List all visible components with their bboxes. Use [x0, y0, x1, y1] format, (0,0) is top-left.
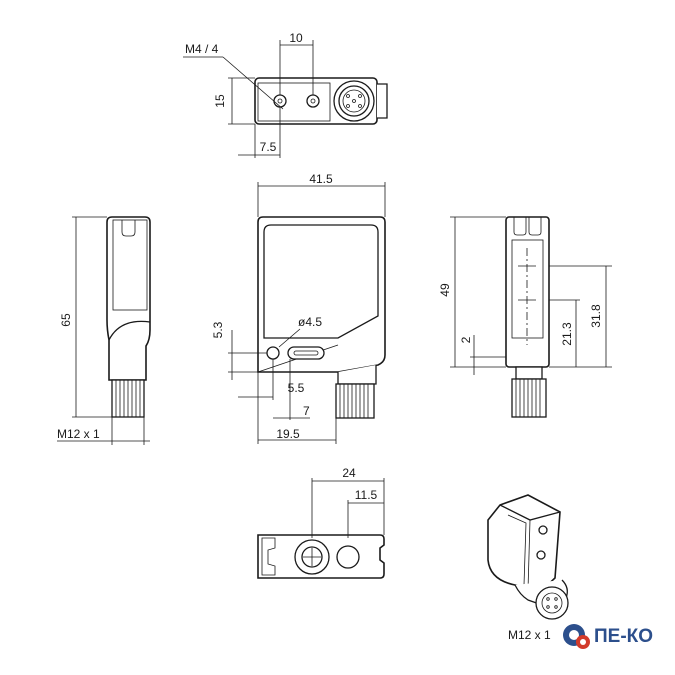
dim-right-b: 21.3 — [560, 322, 574, 346]
left-side-view: 65 M12 x 1 — [57, 216, 151, 445]
dim-side-thread: M12 x 1 — [57, 427, 100, 441]
left-thread-lines — [115, 380, 141, 417]
front-thread-lines — [339, 384, 369, 418]
right-thread-lines — [515, 379, 541, 417]
dim-bottom-a: 24 — [342, 466, 356, 480]
dim-hole-off1: 5.5 — [288, 381, 305, 395]
dim-hole-height: 5.3 — [211, 321, 225, 338]
dim-right-height: 49 — [438, 283, 452, 297]
dim-hole-off2: 7 — [303, 404, 310, 418]
dim-hole-dia: ø4.5 — [298, 315, 322, 329]
dim-iso-thread: M12 x 1 — [508, 628, 551, 642]
dim-connector-off: 19.5 — [276, 427, 300, 441]
front-view: 41.5 ø4.5 5.3 5.5 7 19.5 — [211, 172, 386, 444]
logo: ПЕ-КО — [563, 624, 653, 649]
dim-top-thread: M4 / 4 — [185, 42, 219, 56]
dim-top-width: 10 — [289, 31, 303, 45]
isometric-view: M12 x 1 — [487, 494, 569, 642]
dim-top-height: 15 — [213, 94, 227, 108]
dim-right-c: 31.8 — [589, 304, 603, 328]
dim-top-offset: 7.5 — [260, 140, 277, 154]
right-side-view: 49 2 21.3 31.8 — [438, 216, 612, 418]
top-view: 10 M4 / 4 15 7.5 — [183, 31, 388, 158]
dim-front-width: 41.5 — [309, 172, 333, 186]
dim-side-height: 65 — [59, 313, 73, 327]
dim-bottom-b: 11.5 — [355, 488, 378, 502]
bottom-view: 24 11.5 — [257, 466, 385, 579]
gear-logo-icon — [563, 624, 590, 649]
dim-right-a: 2 — [459, 336, 473, 343]
logo-text: ПЕ-КО — [594, 626, 653, 647]
